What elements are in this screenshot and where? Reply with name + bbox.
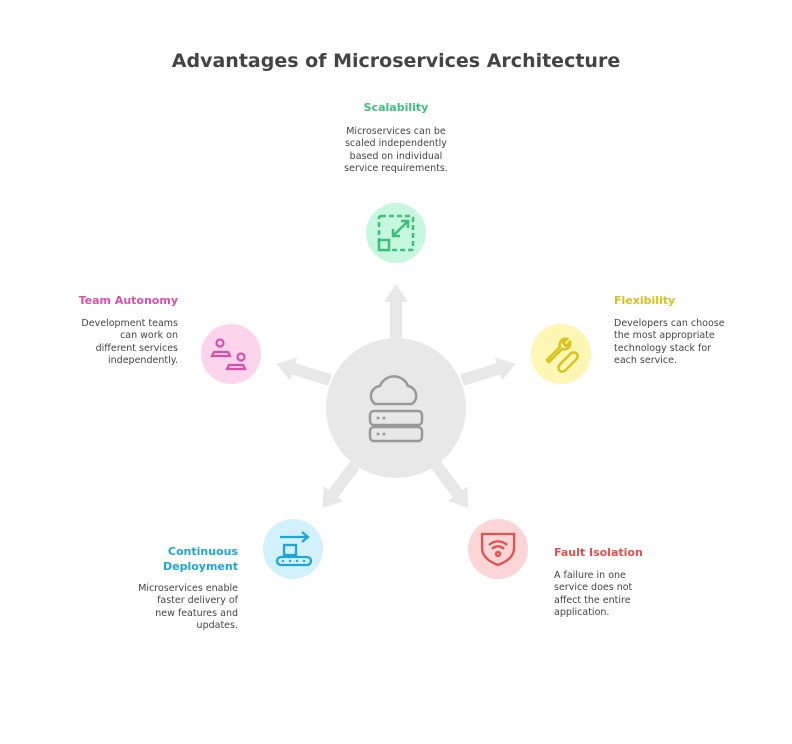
diagram-title: Advantages of Microservices Architecture [171, 50, 621, 72]
team-autonomy-label: Team Autonomy [78, 294, 178, 307]
deployment-label: Continuous Deployment [163, 545, 238, 573]
arrow-left [276, 357, 332, 386]
deployment-desc: Microservices enable faster delivery of … [138, 583, 238, 631]
flexibility-circle [531, 324, 591, 384]
conveyor-icon [275, 531, 313, 567]
shield-wifi-icon [480, 532, 516, 567]
arrow-right [460, 357, 516, 386]
flexibility-desc: Developers can choose the most appropria… [614, 318, 725, 366]
scalability-desc: Microservices can be scaled independentl… [344, 126, 448, 174]
team-icon [210, 338, 247, 371]
flexibility-label: Flexibility [614, 294, 676, 307]
team-autonomy-circle [201, 324, 261, 384]
resize-icon [377, 214, 415, 252]
wrench-icon [545, 337, 579, 373]
cloud-server-icon [368, 375, 424, 443]
fault-isolation-desc: A failure in one service does not affect… [554, 570, 633, 618]
scalability-label: Scalability [363, 101, 429, 114]
deployment-circle [263, 519, 323, 579]
arrows [276, 284, 516, 509]
arrow-lower-left [322, 461, 360, 509]
center-circle [326, 338, 466, 478]
fault-isolation-label: Fault Isolation [554, 546, 643, 559]
fault-isolation-circle [468, 519, 528, 579]
arrow-up [384, 284, 408, 340]
arrow-lower-right [431, 461, 469, 509]
team-autonomy-desc: Development teams can work on different … [81, 318, 178, 366]
